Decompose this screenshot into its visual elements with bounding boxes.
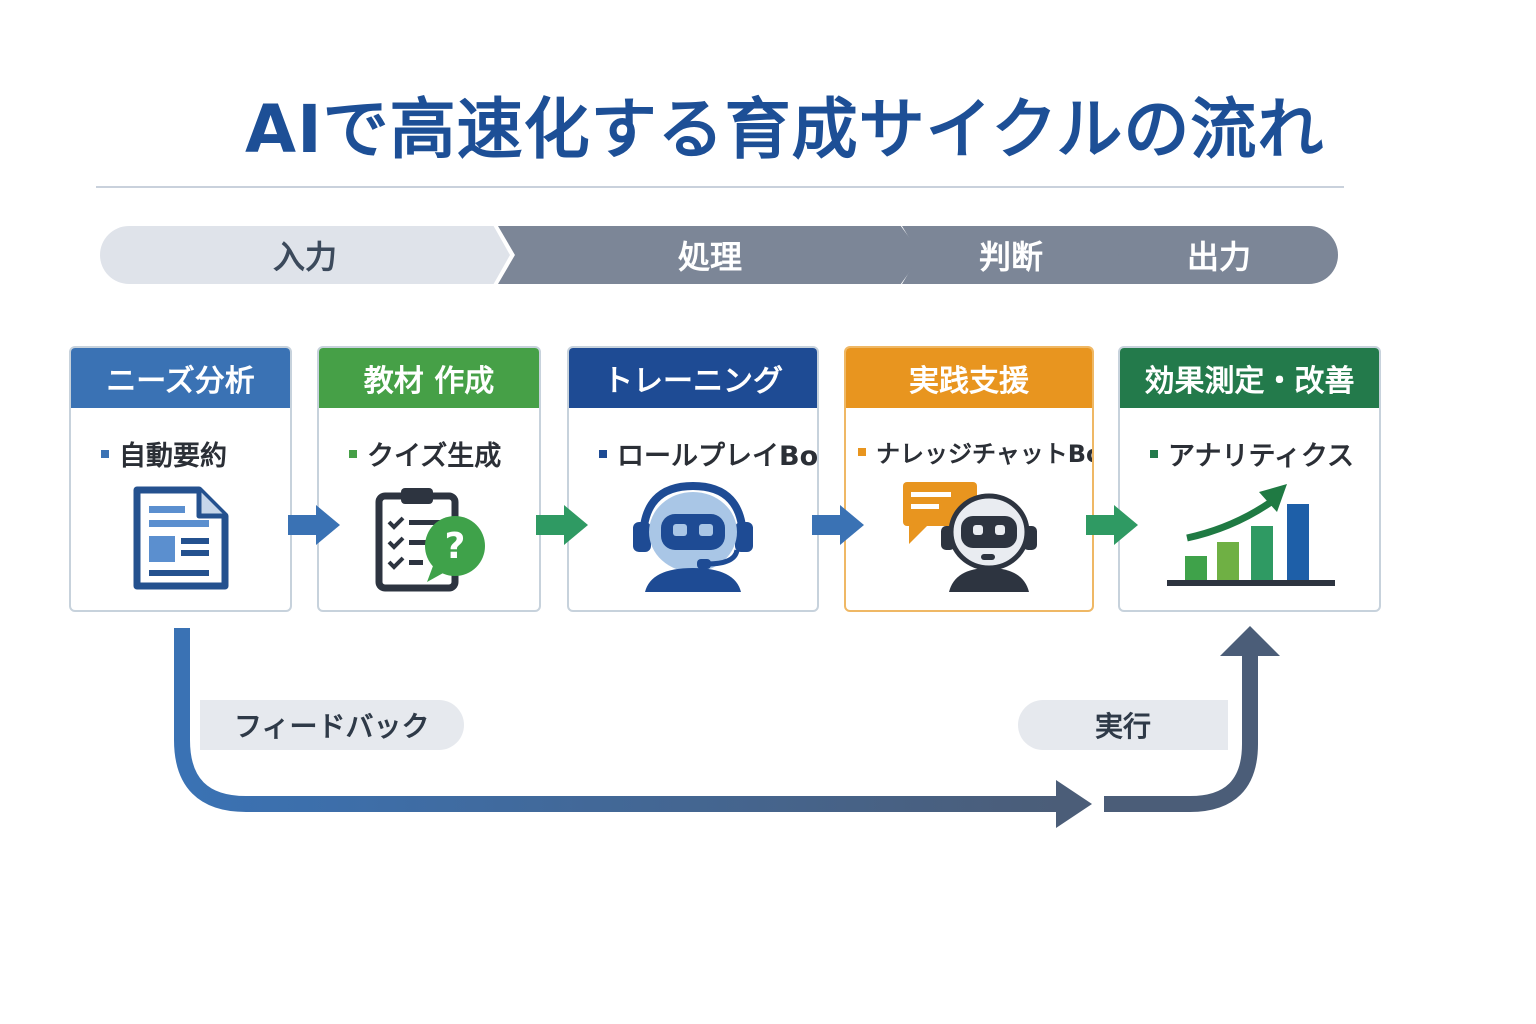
phase-judge: 判断: [902, 226, 1120, 284]
card-item: アナリティクス: [1150, 434, 1379, 473]
card-training: トレーニング ロールプレイBot: [567, 346, 819, 612]
card-item-label: 自動要約: [119, 441, 227, 472]
card-needs-analysis: ニーズ分析 自動要約: [69, 346, 292, 612]
card-item: クイズ生成: [349, 434, 539, 473]
svg-text:?: ?: [445, 526, 466, 567]
growth-chart-icon: [1120, 482, 1379, 592]
card-item-label: クイズ生成: [367, 441, 502, 472]
chat-bot-icon: [846, 480, 1092, 592]
headset-bot-icon: [569, 480, 817, 592]
card-header: トレーニング: [569, 348, 817, 408]
title-divider: [96, 186, 1344, 188]
bullet: [1150, 449, 1158, 458]
card-header: 実践支援: [846, 348, 1092, 408]
document-icon: [71, 486, 290, 592]
flow-arrow-3: [812, 505, 864, 545]
phase-input: 入力: [100, 226, 510, 284]
flow-arrow-4: [1086, 505, 1138, 545]
bullet: [858, 447, 866, 456]
card-header: 効果測定・改善: [1120, 348, 1379, 408]
card-item-label: ロールプレイBot: [617, 441, 819, 472]
bullet: [101, 449, 109, 458]
card-header: ニーズ分析: [71, 348, 290, 408]
feedback-label: フィードバック: [200, 700, 464, 750]
phase-process: 処理: [498, 226, 922, 284]
card-header: 教材 作成: [319, 348, 539, 408]
flow-arrow-2: [536, 505, 588, 545]
phase-output: 出力: [1100, 226, 1338, 284]
card-item: ナレッジチャットBot: [858, 434, 1092, 469]
card-item-label: ナレッジチャットBot: [876, 440, 1094, 468]
quiz-clipboard-icon: ?: [319, 486, 539, 592]
execute-label: 実行: [1018, 700, 1228, 750]
bullet: [349, 449, 357, 458]
card-practice-support: 実践支援 ナレッジチャットBot: [844, 346, 1094, 612]
bullet: [599, 449, 607, 458]
card-evaluation: 効果測定・改善 アナリティクス: [1118, 346, 1381, 612]
page-title: AIで高速化する育成サイクルの流れ: [245, 91, 1325, 168]
flow-arrow-1: [288, 505, 340, 545]
card-item-label: アナリティクス: [1168, 441, 1355, 472]
card-material-creation: 教材 作成 クイズ生成 ?: [317, 346, 541, 612]
card-item: ロールプレイBot: [599, 434, 817, 473]
card-item: 自動要約: [101, 434, 290, 473]
